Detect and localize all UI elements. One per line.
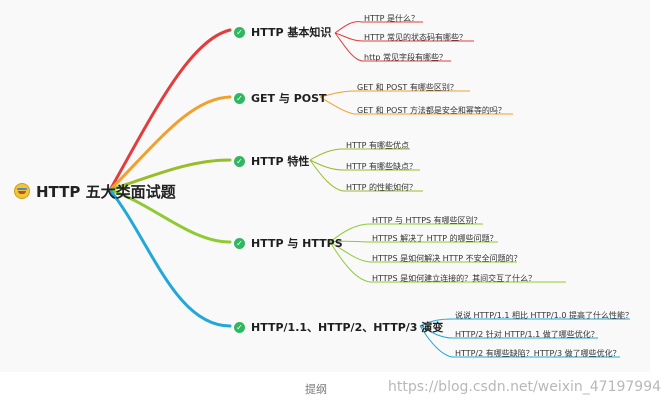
- check-icon: ✓: [234, 92, 245, 104]
- branch-get-post[interactable]: ✓ GET 与 POST: [234, 90, 327, 106]
- leaf-item[interactable]: HTTP 的性能如何？: [346, 183, 418, 192]
- connector-features-leaf-3: [309, 159, 423, 192]
- branch-label: HTTP/1.1、HTTP/2、HTTP/3 演变: [251, 321, 444, 334]
- connector-evolution: [108, 188, 232, 328]
- branch-http-evolution[interactable]: ✓ HTTP/1.1、HTTP/2、HTTP/3 演变: [234, 319, 443, 335]
- connector-https-leaf-2: [329, 240, 498, 243]
- leaf-item[interactable]: HTTPS 解决了 HTTP 的哪些问题？: [372, 234, 498, 243]
- leaf-item[interactable]: HTTP 与 HTTPS 有哪些区别？: [372, 216, 482, 225]
- connector-evolution-leaf-3: [419, 325, 620, 358]
- branch-http-basics[interactable]: ✓ HTTP 基本知识: [234, 24, 331, 40]
- connector-basic-leaf-2: [334, 32, 474, 42]
- check-icon: ✓: [234, 237, 245, 249]
- connector-get-post: [108, 95, 232, 192]
- root-node: HTTP 五大类面试题: [14, 178, 176, 204]
- connector-basic-leaf-1: [334, 21, 423, 34]
- connector-features-leaf-2: [309, 159, 420, 171]
- mindmap-canvas: HTTP 五大类面试题 ✓ HTTP 基本知识 HTTP 是什么？ HTTP 常…: [14, 14, 633, 358]
- leaf-item[interactable]: HTTPS 是如何解决 HTTP 不安全问题的？: [372, 254, 522, 263]
- leaf-item[interactable]: GET 和 POST 有哪些区别？: [357, 83, 458, 92]
- leaf-item[interactable]: HTTPS 是如何建立连接的？其间交互了什么？: [372, 274, 537, 283]
- outline-label: 提纲: [305, 383, 327, 396]
- connector-features: [108, 158, 232, 192]
- leaf-item[interactable]: HTTP/2 针对 HTTP/1.1 做了哪些优化？: [455, 330, 599, 339]
- connector-features-leaf-1: [309, 148, 410, 161]
- connector-basic: [108, 28, 232, 192]
- connector-https-leaf-4: [329, 241, 566, 283]
- footer: [0, 372, 650, 407]
- leaf-item[interactable]: http 常见字段有哪些？: [364, 53, 447, 62]
- leaf-item[interactable]: HTTP 有哪些优点: [346, 141, 410, 150]
- leaf-item[interactable]: 说说 HTTP/1.1 相比 HTTP/1.0 提高了什么性能？: [455, 311, 633, 320]
- connector-https-leaf-3: [329, 241, 517, 263]
- check-icon: ✓: [234, 321, 245, 333]
- leaf-item[interactable]: HTTP 是什么？: [364, 14, 420, 23]
- connector-getpost-leaf-1: [319, 90, 470, 98]
- connector-evolution-leaf-1: [419, 318, 630, 327]
- branch-label: GET 与 POST: [251, 92, 327, 105]
- connector-getpost-leaf-2: [319, 96, 513, 115]
- root-label: HTTP 五大类面试题: [36, 182, 176, 201]
- branch-label: HTTP 与 HTTPS: [251, 237, 343, 250]
- branch-label: HTTP 基本知识: [251, 26, 332, 39]
- branch-label: HTTP 特性: [251, 155, 310, 168]
- connector-basic-leaf-3: [334, 32, 451, 62]
- check-icon: ✓: [234, 26, 245, 38]
- connector-https-leaf-1: [329, 223, 483, 243]
- leaf-item[interactable]: HTTP 有哪些缺点？: [346, 162, 418, 171]
- watermark: https://blog.csdn.net/weixin_47197994: [388, 379, 661, 395]
- branch-http-features[interactable]: ✓ HTTP 特性: [234, 153, 309, 169]
- leaf-item[interactable]: GET 和 POST 方法都是安全和幂等的吗？: [357, 106, 506, 115]
- connector-https: [108, 188, 232, 244]
- branch-http-https[interactable]: ✓ HTTP 与 HTTPS: [234, 235, 343, 251]
- leaf-item[interactable]: HTTP 常见的状态码有哪些？: [364, 33, 468, 42]
- emoji-face-icon: [14, 183, 30, 199]
- leaf-item[interactable]: HTTP/2 有哪些缺陷？HTTP/3 做了哪些优化？: [455, 349, 621, 358]
- check-icon: ✓: [234, 155, 245, 167]
- mindmap-connectors: [108, 21, 630, 358]
- connector-evolution-leaf-2: [419, 325, 598, 339]
